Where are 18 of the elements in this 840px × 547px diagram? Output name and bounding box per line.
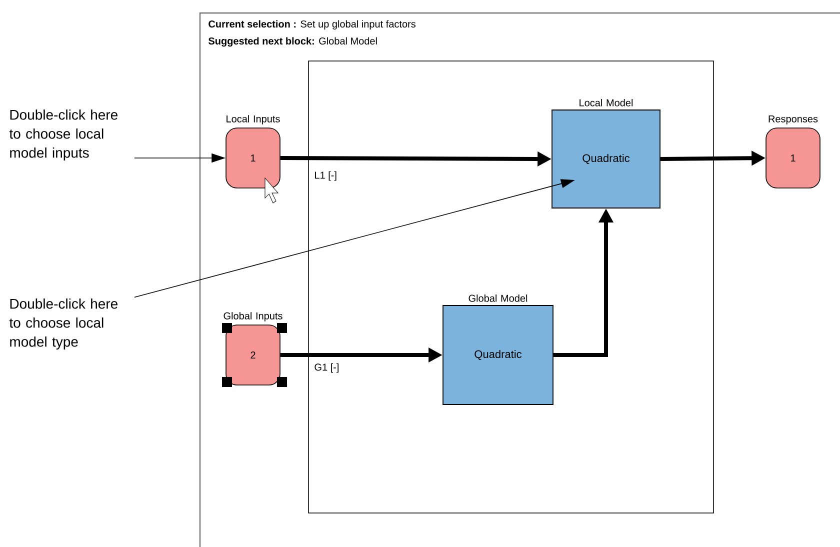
model-block: Quadratic xyxy=(442,305,554,405)
port-label: Local Inputs xyxy=(226,115,280,124)
port-block: 1 xyxy=(766,128,820,188)
port-block: 1 xyxy=(226,128,280,188)
block-title: Local Model xyxy=(580,99,633,106)
header-text: Suggested next block: Global Model xyxy=(208,37,377,47)
window-panel xyxy=(199,12,840,547)
model-block: Quadratic xyxy=(552,110,660,208)
edge-label: L1 [-] xyxy=(315,171,336,181)
callout-text: Double-click here to choose local model type xyxy=(9,298,118,350)
header-text: Current selection : Set up global input factors xyxy=(208,20,416,30)
port-block: 2 xyxy=(226,324,280,386)
port-label: Global Inputs xyxy=(224,312,282,322)
block-title: Global Model xyxy=(468,294,528,302)
callout-text: Double-click here to choose local model inputs xyxy=(9,109,118,161)
port-label: Responses xyxy=(768,115,818,124)
edge-label: G1 [-] xyxy=(314,363,338,373)
model-frame xyxy=(308,60,714,514)
